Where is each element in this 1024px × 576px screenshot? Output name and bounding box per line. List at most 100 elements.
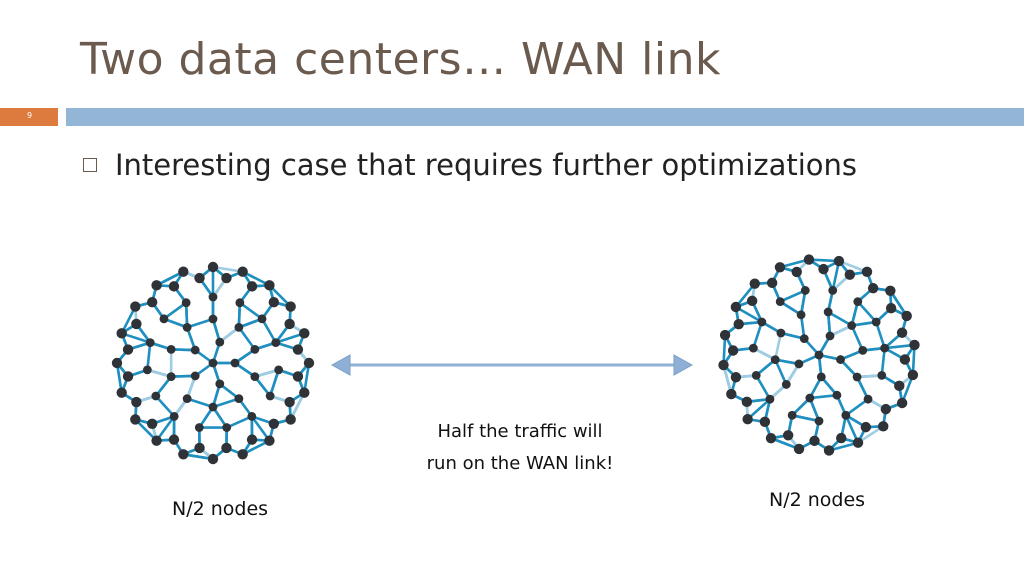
bond-line [874, 321, 886, 349]
bullet-text: Interesting case that requires further o… [115, 148, 858, 182]
atom-node [169, 411, 179, 421]
atom-node [122, 344, 134, 355]
atom-node [805, 393, 815, 403]
atom-node [146, 418, 158, 430]
bond-line [268, 369, 280, 397]
atom-node [178, 266, 189, 277]
atom-node [749, 278, 760, 289]
bond-line [774, 359, 788, 385]
atom-node [814, 350, 824, 360]
atom-node [852, 372, 862, 382]
atom-node [268, 418, 280, 430]
atom-node [885, 302, 897, 314]
bullet-square-icon [83, 158, 97, 172]
atom-node [222, 423, 232, 432]
right-cluster-graphic [718, 254, 920, 456]
atom-node [274, 365, 284, 375]
atom-node [878, 421, 889, 432]
atom-node [877, 370, 887, 380]
atom-node [271, 338, 281, 348]
atom-node [130, 301, 141, 312]
bond-line [260, 318, 277, 344]
atom-node [880, 403, 892, 415]
bond-line [752, 321, 764, 349]
atom-node [284, 396, 295, 408]
atom-node [264, 280, 275, 291]
atom-node [816, 372, 826, 382]
atom-node [793, 443, 805, 455]
atom-node [858, 346, 868, 355]
atom-node [246, 434, 258, 445]
atom-node [861, 266, 873, 278]
slide-number-box: 9 [0, 108, 58, 126]
atom-node [151, 280, 162, 291]
atom-node [880, 343, 890, 353]
atom-node [759, 416, 771, 428]
atom-node [151, 435, 162, 446]
atom-node [791, 266, 802, 278]
atom-node [836, 432, 847, 444]
atom-node [111, 357, 123, 369]
atom-node [775, 297, 785, 307]
atom-node [885, 285, 896, 296]
atom-node [303, 357, 315, 369]
atom-node [234, 394, 244, 403]
atom-node [250, 372, 260, 381]
atom-node [230, 358, 240, 368]
atom-node [836, 355, 845, 364]
atom-node [718, 359, 729, 371]
atom-node [909, 339, 920, 351]
atom-node [863, 394, 873, 404]
atom-node [833, 255, 845, 267]
bond-line [845, 398, 869, 417]
atom-node [832, 390, 842, 400]
atom-node [776, 328, 786, 338]
atom-node [844, 269, 856, 280]
atom-node [782, 430, 794, 441]
atom-node [896, 327, 908, 338]
atom-node [825, 331, 835, 341]
atom-node [208, 314, 218, 324]
atom-node [751, 370, 761, 380]
atom-node [207, 261, 219, 273]
atom-node [194, 272, 205, 284]
atom-node [215, 337, 225, 347]
atom-node [237, 266, 248, 277]
left-nodes-label: N/2 nodes [172, 498, 269, 520]
bond-line [146, 342, 152, 371]
left-cluster-graphic [111, 261, 315, 465]
atom-node [796, 310, 806, 320]
bond-line [186, 397, 214, 409]
slide-title: Two data centers… WAN link [80, 34, 721, 85]
atom-node [246, 281, 258, 292]
atom-node [741, 396, 753, 408]
atom-node [194, 423, 204, 432]
atom-node [268, 296, 280, 308]
atom-node [818, 263, 829, 275]
atom-node [208, 292, 218, 302]
atom-node [787, 410, 797, 420]
atom-node [145, 338, 155, 348]
bond-line [237, 326, 256, 351]
atom-node [168, 281, 180, 292]
atom-node [182, 323, 192, 332]
atom-node [168, 434, 180, 445]
atom-node [142, 365, 152, 375]
atom-node [166, 372, 176, 381]
bond-line [880, 347, 886, 376]
atom-node [299, 328, 310, 339]
atom-node [235, 298, 245, 308]
atom-node [285, 301, 296, 312]
atom-node [746, 295, 758, 307]
atom-node [809, 435, 820, 447]
atom-node [207, 453, 219, 465]
atom-node [899, 354, 911, 365]
atom-node [146, 296, 158, 308]
atom-node [190, 371, 200, 381]
caption-line-2: run on the WAN link! [426, 453, 614, 474]
atom-node [285, 414, 296, 425]
atom-node [159, 314, 169, 324]
atom-node [853, 297, 863, 307]
atom-node [237, 449, 248, 460]
atom-node [766, 277, 778, 289]
